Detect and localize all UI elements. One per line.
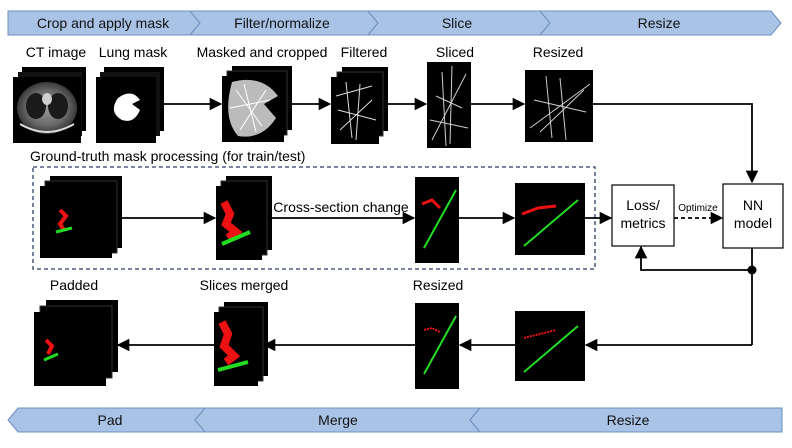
label-optimize: Optimize (678, 203, 718, 214)
lung-mask-stack (96, 67, 164, 143)
label-resized-bottom: Resized (413, 277, 464, 293)
gt-resized-image (515, 183, 585, 255)
resized-top-image (525, 70, 593, 142)
loss-label-line1: Loss/ (626, 197, 660, 213)
gt-section-title: Ground-truth mask processing (for train/… (30, 148, 305, 164)
label-cross-section-change: Cross-section change (273, 199, 409, 215)
label-padded: Padded (50, 277, 98, 293)
nn-label-line1: NN (743, 197, 763, 213)
slices-merged-stack (214, 302, 268, 386)
top-stage-label-2: Filter/normalize (234, 15, 330, 31)
label-ct-image: CT image (26, 44, 87, 60)
label-resized-top: Resized (533, 44, 584, 60)
ct-image-stack (13, 67, 86, 143)
arrow-output-to-loss (634, 245, 752, 271)
loss-label-line2: metrics (620, 215, 665, 231)
bottom-stage-bar: Pad Merge Resize (7, 407, 783, 433)
masked-cropped-stack (222, 66, 292, 142)
nn-model-box (722, 183, 784, 249)
top-stage-bar: Crop and apply mask Filter/normalize Sli… (7, 10, 782, 36)
sliced-image (427, 62, 471, 148)
top-stage-label-4: Resize (638, 15, 681, 31)
arrow-resized-to-nn (593, 103, 759, 184)
gt-mask-stack-2 (216, 176, 272, 260)
gt-mask-stack-1 (40, 176, 122, 258)
top-stage-label-3: Slice (442, 15, 473, 31)
filtered-stack (331, 67, 388, 144)
bottom-stage-label-3: Resize (607, 412, 650, 428)
bottom-stage-3 (469, 407, 783, 433)
label-filtered: Filtered (341, 44, 388, 60)
label-sliced: Sliced (436, 44, 474, 60)
resized-bottom-narrow (415, 303, 459, 389)
top-stage-label-1: Crop and apply mask (37, 15, 170, 31)
label-lung-mask: Lung mask (99, 44, 168, 60)
model-output-image (515, 311, 585, 381)
loss-metrics-box (611, 184, 675, 247)
nn-label-line2: model (734, 215, 772, 231)
gt-cross-section-image (415, 177, 459, 263)
label-slices-merged: Slices merged (200, 277, 289, 293)
padded-stack (34, 300, 118, 386)
top-stage-4 (538, 10, 782, 36)
bottom-stage-label-2: Merge (318, 412, 358, 428)
bottom-stage-label-1: Pad (98, 412, 123, 428)
label-masked-cropped: Masked and cropped (197, 44, 328, 60)
